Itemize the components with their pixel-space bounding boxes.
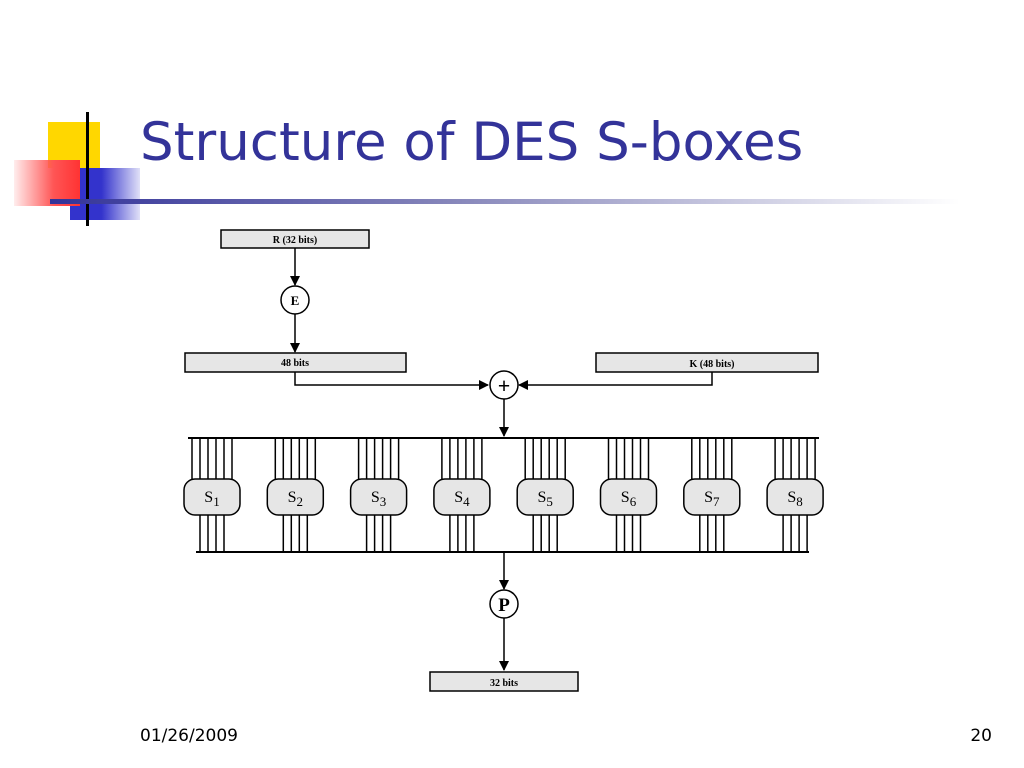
output-box-label: 32 bits xyxy=(490,678,518,689)
input-box-label: R (32 bits) xyxy=(273,235,317,246)
sbox-label: S1 xyxy=(204,489,219,509)
sbox-label-base: S xyxy=(537,489,546,506)
sbox-label-sub: 2 xyxy=(297,494,304,509)
sbox-label-sub: 4 xyxy=(463,494,470,509)
sbox-label-base: S xyxy=(454,489,463,506)
sbox-label-sub: 1 xyxy=(213,494,220,509)
logo-vertical-line xyxy=(86,112,89,226)
sbox-label-base: S xyxy=(288,489,297,506)
expansion-label: E xyxy=(291,293,300,308)
sbox-label-base: S xyxy=(704,489,713,506)
sbox-shape xyxy=(683,478,741,516)
sbox-shape xyxy=(766,478,824,516)
title-underline xyxy=(50,199,960,204)
slide-date: 01/26/2009 xyxy=(140,726,238,746)
sbox-label: S2 xyxy=(288,489,303,509)
sbox-label-base: S xyxy=(621,489,630,506)
key-box-label: K (48 bits) xyxy=(690,359,735,370)
sbox-label-base: S xyxy=(204,489,213,506)
permutation-label: P xyxy=(498,595,510,616)
sbox-shape xyxy=(516,478,574,516)
sbox-1: S1 xyxy=(183,438,241,552)
sbox-6: S6 xyxy=(599,438,658,552)
key-box xyxy=(595,352,819,373)
sbox-label: S8 xyxy=(787,489,802,509)
slide-page-number: 20 xyxy=(970,726,992,746)
sbox-shape xyxy=(599,478,658,516)
slide-title: Structure of DES S-boxes xyxy=(140,112,804,173)
xor-label: + xyxy=(498,373,511,398)
arrow-48-to-xor xyxy=(294,372,489,390)
sbox-shape xyxy=(183,478,241,516)
sbox-shape xyxy=(433,478,491,516)
sbox-label-sub: 3 xyxy=(380,494,387,509)
sbox-label: S6 xyxy=(621,489,637,509)
sbox-label-sub: 5 xyxy=(546,494,553,509)
sbox-2: S2 xyxy=(266,438,325,552)
logo-blue-square xyxy=(70,168,140,220)
logo-red-square xyxy=(14,160,80,206)
expanded-box-label: 48 bits xyxy=(281,358,309,369)
sbox-4: S4 xyxy=(433,438,491,552)
sbox-5: S5 xyxy=(516,438,574,552)
sbox-label-sub: 7 xyxy=(713,494,720,509)
sbox-label: S4 xyxy=(454,489,470,509)
sbox-3: S3 xyxy=(349,438,408,552)
sbox-shape xyxy=(349,478,408,516)
sbox-label-sub: 6 xyxy=(630,494,637,509)
sbox-label-base: S xyxy=(371,489,380,506)
sbox-label: S7 xyxy=(704,489,720,509)
sbox-8: S8 xyxy=(766,438,824,552)
sbox-7: S7 xyxy=(683,438,741,552)
sbox-label: S5 xyxy=(537,489,552,509)
output-box xyxy=(429,671,579,692)
arrow-key-to-xor xyxy=(518,372,713,390)
sbox-label: S3 xyxy=(371,489,386,509)
sbox-label-sub: 8 xyxy=(796,494,803,509)
sbox-shape xyxy=(266,478,325,516)
sbox-label-base: S xyxy=(787,489,796,506)
